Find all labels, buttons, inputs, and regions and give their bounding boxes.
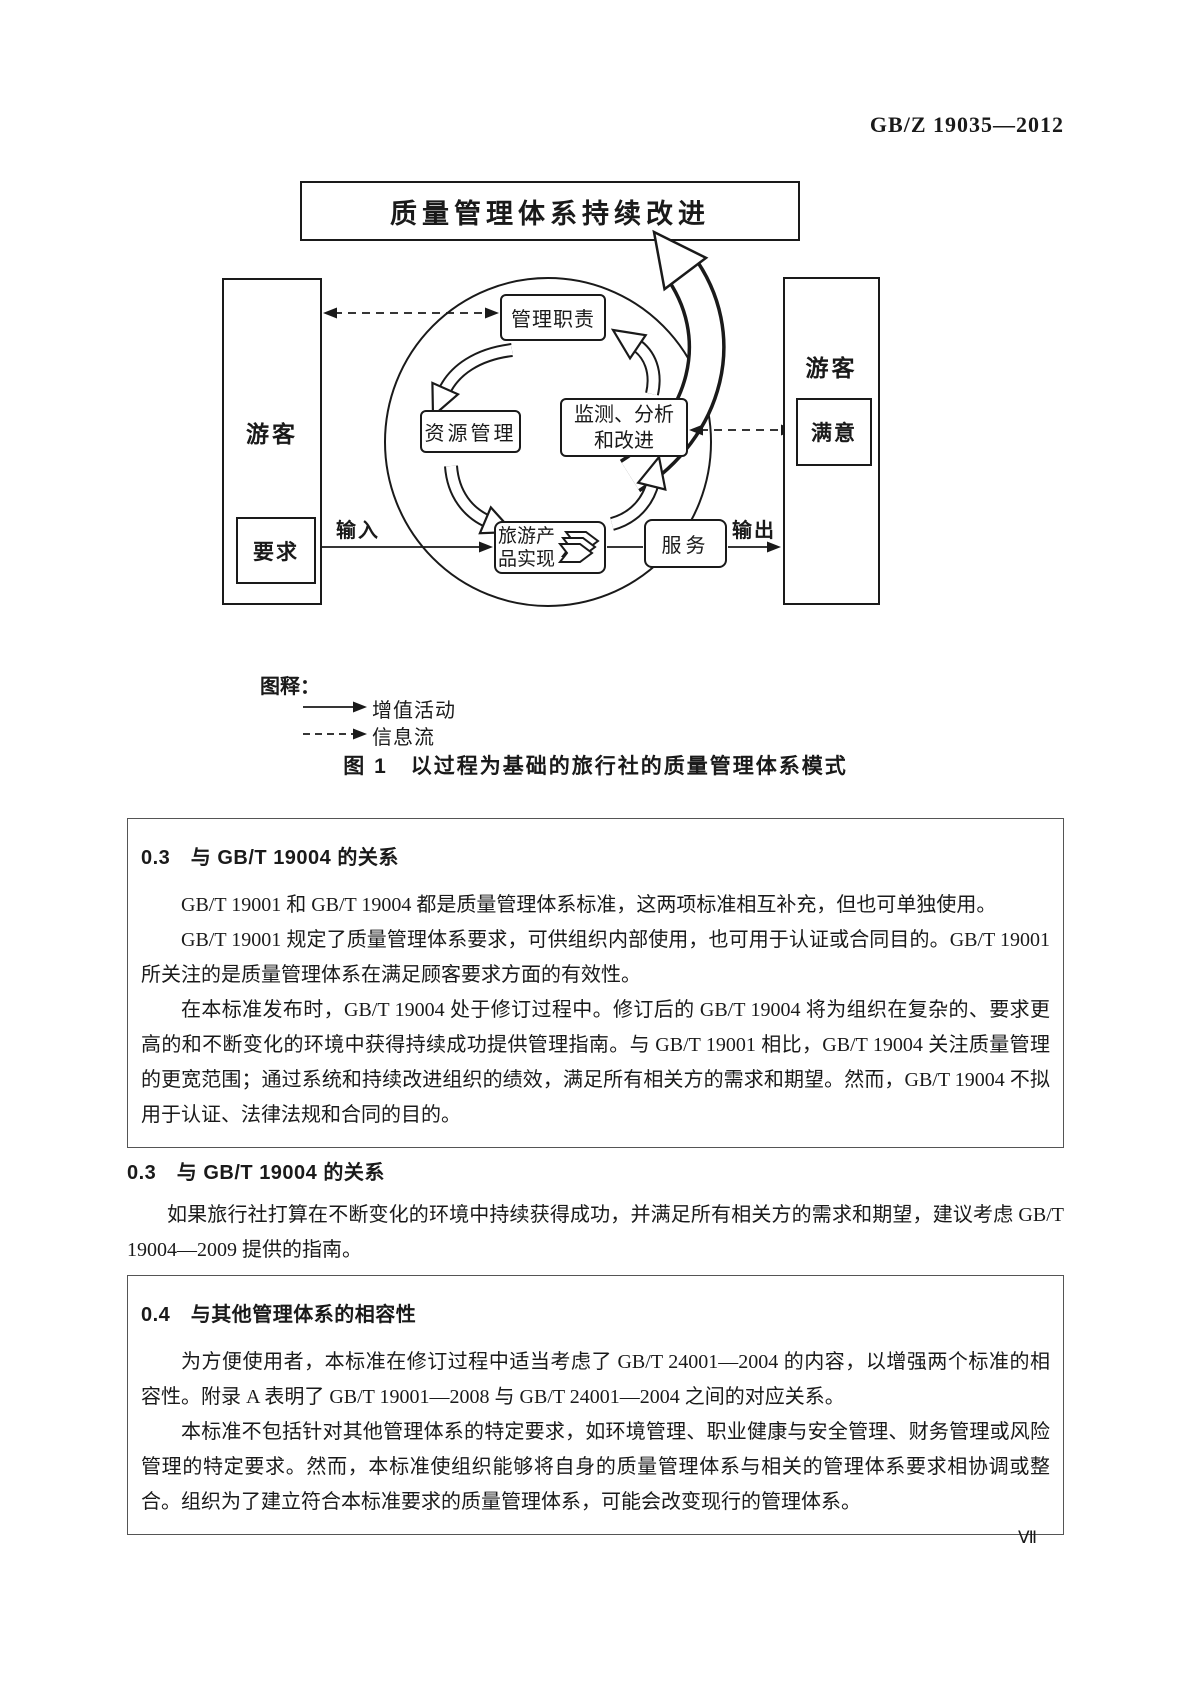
figure-caption: 图 1 以过程为基础的旅行社的质量管理体系模式: [343, 755, 848, 778]
section-0-3-heading: 0.3 与 GB/T 19004 的关系: [141, 847, 399, 869]
product-realization-label: 旅游产 品实现: [497, 525, 555, 570]
info-flow-right-arrow: [689, 424, 795, 436]
process-flow-icon: [557, 530, 600, 563]
management-responsibility-box: 管理职责: [500, 294, 606, 341]
service-label: 服务: [661, 535, 710, 557]
banner-label: 质量管理体系持续改进: [390, 198, 710, 229]
legend-dashed-arrow: [303, 728, 367, 740]
legend-value-added-label: 增值活动: [372, 700, 456, 722]
paragraph: 为方便使用者，本标准在修订过程中适当考虑了 GB/T 24001—2004 的内…: [141, 1351, 1050, 1408]
output-flow-arrow: [728, 541, 781, 553]
product-realization-box: 旅游产 品实现: [494, 521, 606, 574]
input-flow-arrow: [313, 541, 493, 553]
satisfaction-box: 满意: [796, 398, 872, 466]
doc-number: GB/Z 19035—2012: [869, 112, 1064, 137]
paragraph: 在本标准发布时，GB/T 19004 处于修订过程中。修订后的 GB/T 190…: [141, 999, 1050, 1126]
tourist-left-label: 游客: [246, 422, 298, 447]
paragraph: GB/T 19001 和 GB/T 19004 都是质量管理体系标准，这两项标准…: [181, 894, 997, 916]
legend-title: 图释：: [260, 676, 320, 698]
page-number: Ⅶ: [1017, 1528, 1037, 1547]
output-label: 输出: [732, 520, 776, 542]
cycle-arrow-monitoring-to-management: [610, 328, 661, 396]
section-0-4-heading: 0.4 与其他管理体系的相容性: [141, 1304, 417, 1326]
paragraph: 如果旅行社打算在不断变化的环境中持续获得成功，并满足所有相关方的需求和期望，建议…: [127, 1204, 1064, 1261]
continual-improvement-banner: 质量管理体系持续改进: [300, 181, 800, 241]
monitoring-analysis-label: 监测、分析 和改进: [574, 403, 674, 452]
input-label: 输入: [336, 520, 380, 542]
section-0-3-plain-heading: 0.3 与 GB/T 19004 的关系: [127, 1162, 385, 1184]
resource-management-box: 资源管理: [420, 410, 521, 453]
tourist-right-label: 游客: [805, 356, 858, 381]
service-box: 服务: [644, 519, 727, 568]
legend-information-flow-label: 信息流: [372, 727, 435, 749]
paragraph: GB/T 19001 规定了质量管理体系要求，可供组织内部使用，也可用于认证或合…: [141, 929, 1050, 986]
cycle-arrow-realization-to-monitoring: [609, 454, 667, 531]
monitoring-analysis-box: 监测、分析 和改进: [560, 398, 688, 457]
management-responsibility-label: 管理职责: [511, 309, 595, 331]
paragraph: 本标准不包括针对其他管理体系的特定要求，如环境管理、职业健康与安全管理、财务管理…: [141, 1421, 1050, 1513]
resource-management-label: 资源管理: [424, 423, 517, 445]
requirements-label: 要求: [253, 539, 299, 564]
info-flow-left-arrow: [323, 307, 499, 319]
legend-solid-arrow: [303, 701, 367, 713]
section-0-4-boxed: 0.4 与其他管理体系的相容性 为方便使用者，本标准在修订过程中适当考虑了 GB…: [127, 1275, 1064, 1535]
requirements-box: 要求: [236, 517, 316, 584]
satisfaction-label: 满意: [811, 421, 857, 445]
section-0-3-boxed: 0.3 与 GB/T 19004 的关系 GB/T 19001 和 GB/T 1…: [127, 818, 1064, 1148]
